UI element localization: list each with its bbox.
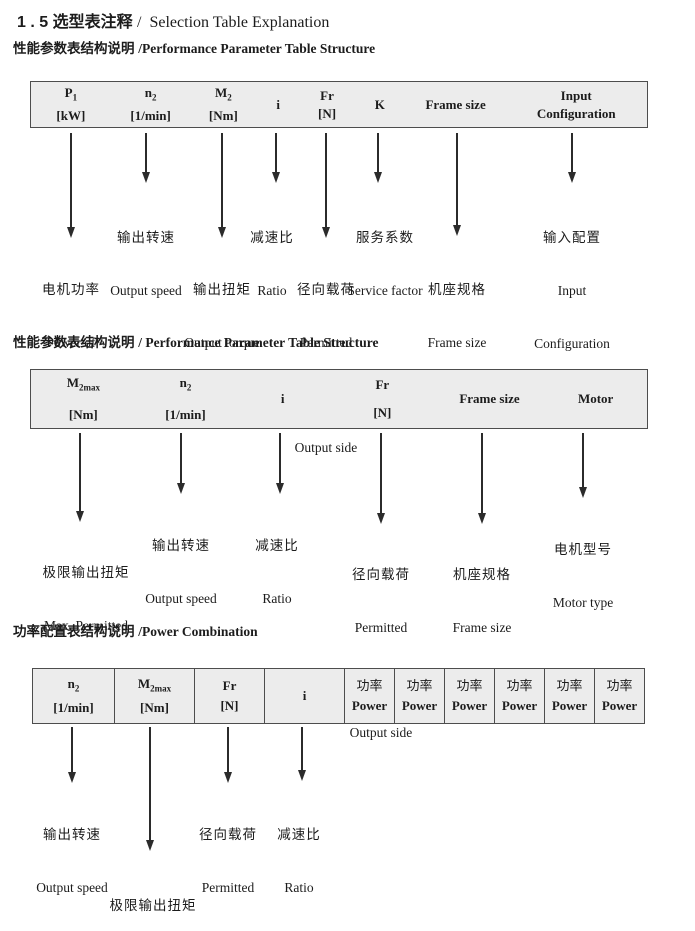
section2-heading-en: / Performance Parameter Table Structure	[138, 335, 379, 350]
col-power-4: 功率 Power	[494, 669, 544, 723]
col-m2: M2 [Nm]	[208, 85, 238, 123]
annotation-output-torque: 输出扭矩 Output torque	[184, 282, 260, 350]
col-power-6: 功率 Power	[594, 669, 644, 723]
col-i: i	[276, 96, 280, 112]
down-arrow-icon	[456, 133, 458, 226]
annotation-output-speed: 输出转速 Output speed	[110, 230, 182, 298]
down-arrow-icon	[582, 433, 584, 488]
annotation-ratio: 减速比 Ratio	[250, 230, 294, 298]
col-m2max: M2max [Nm]	[66, 374, 100, 423]
annotation-overhung-load: 径向载荷 Permitted Overhung load Output side	[198, 827, 257, 895]
col-frame-size: Frame size	[459, 391, 520, 406]
col-m2max: M2max [Nm]	[114, 669, 194, 723]
down-arrow-icon	[149, 727, 151, 841]
col-motor: Motor	[577, 391, 614, 406]
section3-heading-en: /Power Combination	[138, 624, 258, 639]
section3-heading: 功率配置表结构说明 /Power Combination	[13, 620, 258, 640]
col-frame-size: Frame size	[425, 96, 486, 112]
page-title-en: / Selection Table Explanation	[137, 14, 330, 31]
down-arrow-icon	[377, 133, 379, 173]
col-fr: Fr [N]	[194, 669, 264, 723]
page-title: 1 . 5 选型表注释 / Selection Table Explanatio…	[17, 8, 329, 32]
annotation-service-factor: 服务系数 Service factor	[347, 230, 423, 298]
annotation-ratio: 减速比 Ratio	[255, 538, 299, 606]
down-arrow-icon	[227, 727, 229, 773]
down-arrow-icon	[145, 133, 147, 173]
down-arrow-icon	[70, 133, 72, 228]
annotation-frame-size: 机座规格 Frame size	[452, 567, 512, 635]
section1-heading: 性能参数表结构说明 /Performance Parameter Table S…	[13, 37, 375, 57]
section3-heading-zh: 功率配置表结构说明	[13, 624, 139, 639]
down-arrow-icon	[79, 433, 81, 512]
down-arrow-icon	[301, 727, 303, 771]
down-arrow-icon	[279, 433, 281, 484]
annotation-ratio: 减速比 Ratio	[277, 827, 321, 895]
performance-parameter-table-2: M2max [Nm] n2 [1/min] i Fr [N] Frame siz…	[30, 369, 648, 429]
section2-heading: 性能参数表结构说明 / Performance Parameter Table …	[13, 331, 378, 351]
down-arrow-icon	[380, 433, 382, 514]
col-i: i	[264, 669, 344, 723]
annotation-input-configuration: 输入配置 Input Configuration	[534, 230, 610, 351]
annotation-output-speed: 输出转速 Output speed	[145, 538, 217, 606]
down-arrow-icon	[221, 133, 223, 228]
col-p1: P1 [kW]	[56, 85, 86, 123]
col-fr: Fr [N]	[373, 377, 392, 420]
annotation-overhung-load: 径向载荷 Permitted Overhung load Output side	[341, 567, 422, 740]
down-arrow-icon	[325, 133, 327, 228]
page-title-zh: 1 . 5 选型表注释	[17, 14, 138, 31]
annotation-motor-type: 电机型号 Motor type	[552, 542, 614, 610]
section2-heading-zh: 性能参数表结构说明	[13, 335, 139, 350]
col-power-5: 功率 Power	[544, 669, 594, 723]
section1-heading-en: /Performance Parameter Table Structure	[138, 41, 376, 56]
section1-heading-zh: 性能参数表结构说明	[13, 41, 139, 56]
col-i: i	[280, 391, 285, 406]
col-n2: n2 [1/min]	[53, 675, 94, 716]
col-n2: n2 [1/min]	[130, 85, 171, 123]
col-power-3: 功率 Power	[444, 669, 494, 723]
col-power-2: 功率 Power	[394, 669, 444, 723]
col-n2: n2 [1/min]	[165, 374, 206, 423]
down-arrow-icon	[481, 433, 483, 514]
col-fr: Fr [N]	[318, 87, 337, 121]
annotation-max-output-torque: 极限输出扭矩 Max. Permitted Output torque	[109, 898, 197, 913]
col-input-configuration: Input Configuration	[536, 87, 616, 121]
col-power-1: 功率 Power	[344, 669, 394, 723]
power-combination-table: n2 [1/min] M2max [Nm] Fr [N] i 功率 Power …	[32, 668, 645, 724]
down-arrow-icon	[571, 133, 573, 173]
annotation-output-speed: 输出转速 Output speed	[36, 827, 108, 895]
col-k: K	[374, 96, 385, 112]
performance-parameter-table-1: P1 [kW] n2 [1/min] M2 [Nm] i Fr [N] K Fr…	[30, 81, 648, 128]
down-arrow-icon	[71, 727, 73, 773]
down-arrow-icon	[275, 133, 277, 173]
down-arrow-icon	[180, 433, 182, 484]
annotation-frame-size: 机座规格 Frame size	[427, 282, 487, 350]
